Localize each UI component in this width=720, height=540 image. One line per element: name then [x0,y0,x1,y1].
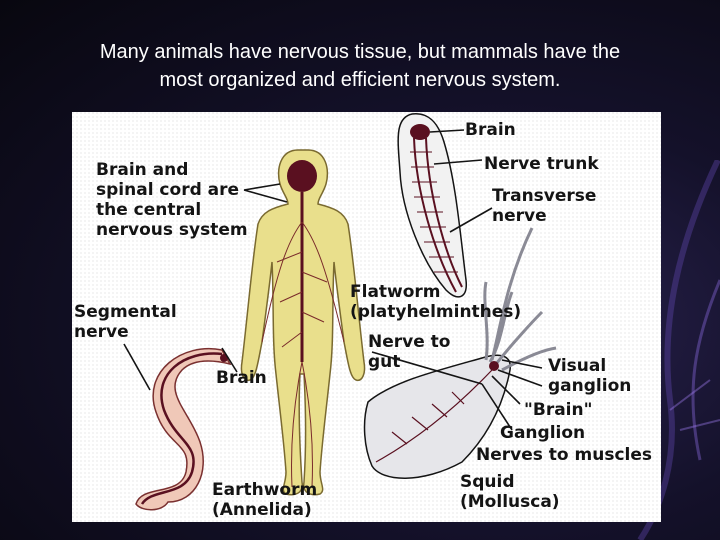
squid-brain-label: "Brain" [524,400,593,420]
flatworm-brain [410,124,430,140]
dotted-background [72,112,661,522]
squid-nerves-to-muscles-label: Nerves to muscles [476,445,653,465]
squid-nerve-to-gut-label-line-2: gut [368,352,401,372]
flatworm-name-line-1: Flatworm [350,282,441,302]
squid-nerves [375,369,493,463]
human-label-line-4: nervous system [96,220,248,240]
squid-brain [489,361,499,371]
slide-title-line-1: Many animals have nervous tissue, but ma… [99,41,621,63]
human-brain [287,160,317,192]
earthworm-pointer-lines [123,343,238,391]
earthworm-name-line-1: Earthworm [212,480,318,500]
squid-visual-label-line-1: Visual [548,356,607,376]
earthworm-figure [123,343,238,511]
earthworm-brain-label: Brain [216,368,267,388]
diagram-artwork [72,112,661,522]
slide-title: Many animals have nervous tissue, but ma… [0,38,720,94]
flatworm-nerve-trunk-label: Nerve trunk [484,154,599,174]
flatworm-brain-label: Brain [465,120,516,140]
earthworm-name-line-2: (Annelida) [212,500,312,520]
human-label-line-2: spinal cord are [96,180,240,200]
human-figure [240,149,366,496]
nervous-system-diagram: Brain and spinal cord are the central ne… [72,112,661,522]
earthworm-nerve-cord [140,352,223,505]
squid-name-line-1: Squid [460,472,515,492]
earthworm-brain [220,354,228,362]
squid-name-line-2: (Mollusca) [460,492,560,512]
flatworm-pointer-lines [429,129,493,233]
flatworm-transverse-label-line-2: nerve [492,206,547,226]
squid-visual-label-line-2: ganglion [548,376,632,396]
human-pointer-lines [243,183,288,203]
flatworm-transverse-label-line-1: Transverse [492,186,597,206]
earthworm-segmental-label-line-2: nerve [74,322,129,342]
flatworm-transverse-nerves [410,151,458,273]
slide-title-line-2: most organized and efficient nervous sys… [159,69,561,91]
human-label-line-1: Brain and [96,160,189,180]
human-label-line-3: the central [96,200,202,220]
squid-tentacles [483,227,557,372]
flatworm-nerve-trunks [413,137,463,293]
squid-pointer-lines [371,351,543,431]
flatworm-name-line-2: (platyhelminthes) [350,302,522,322]
flatworm-figure [397,113,493,298]
squid-ganglion-label: Ganglion [500,423,586,443]
squid-figure [363,227,557,479]
squid-nerve-to-gut-label-line-1: Nerve to [368,332,451,352]
earthworm-segmental-label-line-1: Segmental [74,302,177,322]
